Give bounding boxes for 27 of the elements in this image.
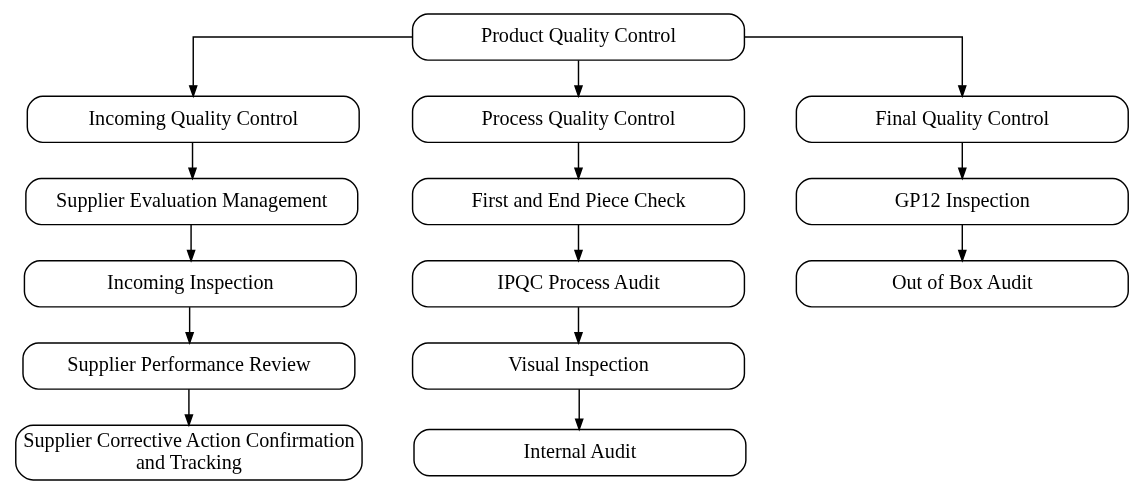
node-box: Out of Box Audit (795, 260, 1129, 308)
arrow (743, 36, 967, 99)
node-box: GP12 Inspection (795, 177, 1129, 226)
node-box: IPQC Process Audit (411, 260, 745, 308)
node-box: Product Quality Control (411, 13, 745, 61)
arrow (186, 224, 196, 263)
node-box: Supplier Evaluation Management (24, 177, 358, 226)
arrow (573, 141, 583, 181)
node-box: Incoming Quality Control (26, 95, 360, 144)
arrow (574, 388, 584, 432)
node-box: Supplier Corrective Action Confirmation and Tracking (14, 424, 363, 481)
arrow (187, 141, 197, 181)
node-box: Final Quality Control (795, 95, 1129, 144)
arrow (183, 388, 193, 428)
node-box: First and End Piece Check (411, 177, 745, 226)
node-box: Process Quality Control (411, 95, 745, 144)
arrow (573, 306, 583, 346)
node-box: Visual Inspection (411, 342, 745, 390)
arrow (957, 224, 967, 263)
node-box: Supplier Performance Review (21, 342, 356, 390)
node-box: Incoming Inspection (23, 260, 357, 308)
arrow (957, 141, 967, 181)
arrow (573, 59, 583, 99)
node-box: Internal Audit (412, 428, 747, 477)
arrow (184, 306, 194, 346)
arrow (573, 224, 583, 263)
arrow (188, 36, 413, 99)
